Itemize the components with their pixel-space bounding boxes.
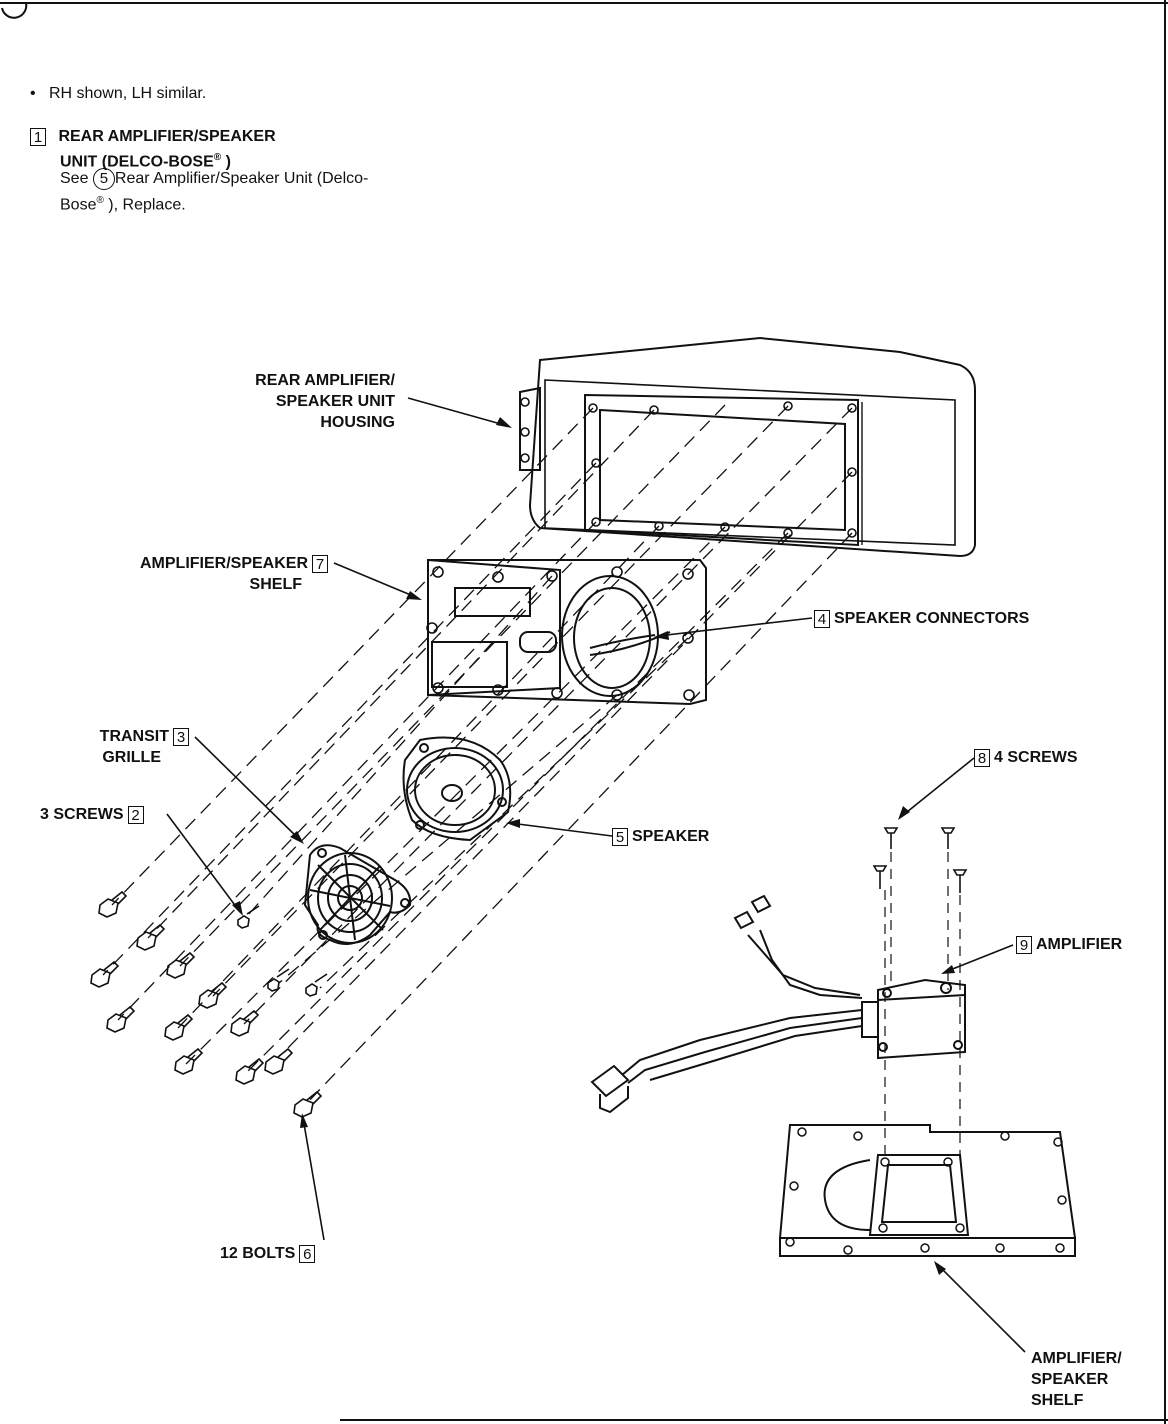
small-screws-group <box>237 905 328 997</box>
arrowheads <box>232 417 955 1275</box>
shelf7-label-line1: AMPLIFIER/SPEAKER <box>139 555 308 572</box>
step-1-title-close: ) <box>221 153 231 171</box>
screws2-number: 2 <box>127 805 144 824</box>
callout-housing: REAR AMPLIFIER/ SPEAKER UNIT HOUSING <box>214 370 395 433</box>
shelf7-label-line2: SHELF <box>249 576 302 593</box>
amplifier9-label: AMPLIFIER <box>1036 936 1123 953</box>
step-1-title-text1: REAR AMPLIFIER/SPEAKER <box>58 128 276 145</box>
shelf-holes <box>426 566 695 701</box>
step-1-title-text2: UNIT (DELCO-BOSE <box>60 153 214 171</box>
grille3-label-line2: GRILLE <box>102 749 161 766</box>
bullet-dot: • <box>30 85 49 102</box>
step-1-number: 1 <box>30 127 46 146</box>
step-1-title-line2: UNIT (DELCO-BOSE® ) <box>60 147 231 172</box>
screws8-label: 4 SCREWS <box>994 749 1078 766</box>
step-1-title-line1: 1 REAR AMPLIFIER/SPEAKER <box>30 126 276 147</box>
lower-shelf-label-line2: SPEAKER <box>1031 1371 1109 1388</box>
grille-drawing <box>303 844 412 945</box>
speaker-drawing <box>402 736 512 842</box>
registered-mark: ® <box>213 152 222 163</box>
lower-shelf-holes <box>785 1127 1067 1255</box>
housing-label-line3: HOUSING <box>320 414 395 431</box>
see-reference-circle: 5 <box>92 168 115 190</box>
see-line2-b: ), Replace. <box>103 196 186 214</box>
see-text: Rear Amplifier/Speaker Unit (Delco- <box>114 170 369 188</box>
registered-mark-2: ® <box>96 195 104 206</box>
amplifier9-number: 9 <box>1016 935 1032 954</box>
leader-lines <box>166 397 1026 1353</box>
bolts6-label: 12 BOLTS <box>220 1245 296 1262</box>
bullet-note: • RH shown, LH similar. <box>30 83 206 104</box>
step-1-see-line2: Bose® ), Replace. <box>60 190 186 215</box>
lower-shelf-label-line1: AMPLIFIER/ <box>1031 1350 1122 1367</box>
speaker5-number: 5 <box>612 827 628 846</box>
housing-label-line1: REAR AMPLIFIER/ <box>255 372 395 389</box>
screws2-label: 3 SCREWS <box>40 806 124 823</box>
grille3-label-line1: TRANSIT <box>99 728 169 745</box>
four-screws-drawing <box>872 827 968 893</box>
bullet-text: RH shown, LH similar. <box>48 85 207 102</box>
screw-alignment-lines <box>884 852 961 1160</box>
lower-shelf-label-line3: SHELF <box>1031 1392 1084 1409</box>
housing-drawing <box>519 336 976 558</box>
connectors4-number: 4 <box>814 609 830 628</box>
bolts6-number: 6 <box>299 1244 316 1263</box>
screws8-number: 8 <box>974 748 990 767</box>
lower-shelf-drawing <box>779 1124 1076 1257</box>
amplifier-drawing <box>590 894 966 1114</box>
housing-holes <box>520 397 857 538</box>
grille3-number: 3 <box>173 727 189 746</box>
callout-lower-shelf: AMPLIFIER/ SPEAKER SHELF <box>1031 1348 1122 1411</box>
bolts-group <box>90 890 323 1118</box>
connectors4-label: SPEAKER CONNECTORS <box>834 610 1030 627</box>
shelf7-number: 7 <box>312 554 328 573</box>
alignment-lines <box>102 404 853 1106</box>
housing-label-line2: SPEAKER UNIT <box>275 393 395 410</box>
see-prefix: See <box>60 170 89 188</box>
corner-circle-fragment <box>1 2 28 19</box>
speaker5-label: SPEAKER <box>632 828 710 845</box>
see-line2-a: Bose <box>60 196 97 214</box>
